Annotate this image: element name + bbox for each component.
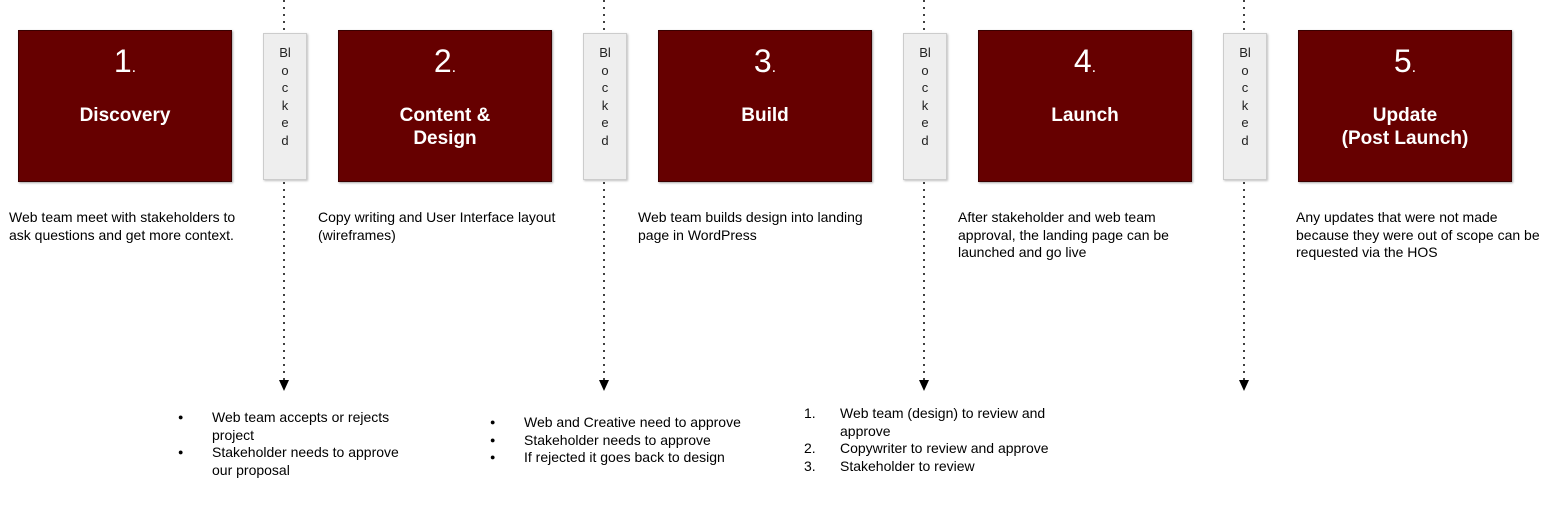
- blocked-gate-1: Blocked: [263, 33, 307, 180]
- stage-title: Launch: [1051, 105, 1119, 126]
- blocked-label: Blocked: [919, 45, 931, 148]
- stage-title: Update (Post Launch): [1341, 105, 1469, 149]
- list-text: Copywriter to review and approve: [840, 440, 1049, 456]
- list-item: 1. Web team (design) to review and approv…: [804, 405, 1074, 440]
- list-text: Stakeholder to review: [840, 457, 975, 474]
- stage-number: 2.: [433, 43, 457, 79]
- stage-number: 1.: [113, 43, 137, 79]
- list-number: 3.: [804, 457, 816, 474]
- stage-description-update: Any updates that were not made because t…: [1296, 209, 1540, 260]
- blocked-label: Blocked: [279, 45, 291, 148]
- gate-3-notes: 1. Web team (design) to review and approv…: [804, 405, 1074, 475]
- stage-description-launch: After stakeholder and web team approval,…: [958, 209, 1169, 260]
- list-item: Web team accepts or rejects project: [178, 409, 408, 444]
- stage-launch: 4. Launch: [978, 30, 1192, 182]
- stage-description-content-design: Copy writing and User Interface layout (…: [318, 209, 556, 243]
- stage-build: 3. Build: [658, 30, 872, 182]
- stage-discovery: 1. Discovery: [18, 30, 232, 182]
- stage-title: Build: [741, 105, 789, 126]
- list-item: Stakeholder needs to approve our proposa…: [178, 444, 408, 479]
- list-number: 2.: [804, 440, 816, 456]
- list-item: 3. Stakeholder to review: [804, 458, 1074, 476]
- list-number: 1.: [804, 405, 816, 421]
- gate-2-notes: Web and Creative need to approve Stakeho…: [490, 414, 750, 467]
- list-item: 2. Copywriter to review and approve: [804, 440, 1074, 458]
- list-item: If rejected it goes back to design: [490, 449, 750, 467]
- stage-content-design: 2. Content & Design: [338, 30, 552, 182]
- list-text: Web team (design) to review and approve: [840, 405, 1046, 439]
- gate-1-notes: Web team accepts or rejects project Stak…: [178, 409, 408, 479]
- stage-description-discovery: Web team meet with stakeholders to ask q…: [9, 209, 236, 243]
- stage-number: 5.: [1393, 43, 1417, 79]
- stage-title: Content & Design: [399, 105, 491, 149]
- blocked-gate-3: Blocked: [903, 33, 947, 180]
- list-item: Stakeholder needs to approve: [490, 432, 750, 450]
- blocked-gate-2: Blocked: [583, 33, 627, 180]
- blocked-label: Blocked: [599, 45, 611, 148]
- stage-number: 3.: [753, 43, 777, 79]
- stage-number: 4.: [1073, 43, 1097, 79]
- list-item: Web and Creative need to approve: [490, 414, 750, 432]
- blocked-label: Blocked: [1239, 45, 1251, 148]
- stage-description-build: Web team builds design into landing page…: [638, 209, 863, 243]
- stage-title: Discovery: [79, 105, 171, 126]
- blocked-gate-4: Blocked: [1223, 33, 1267, 180]
- stage-update: 5. Update (Post Launch): [1298, 30, 1512, 182]
